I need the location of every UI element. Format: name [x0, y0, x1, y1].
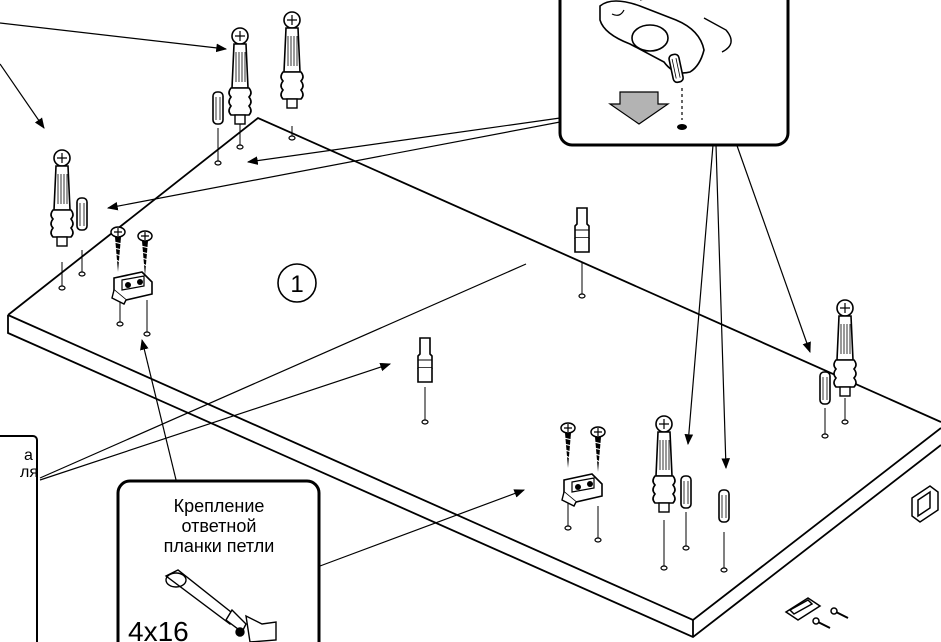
callout-left: а ля — [0, 435, 38, 642]
callout-left-line2: ля — [20, 464, 38, 481]
callout-left-line1: а — [24, 447, 33, 464]
panel-board — [7, 116, 941, 639]
cam-dowel-top-1 — [228, 27, 252, 125]
wood-dowel-right — [819, 371, 831, 405]
wood-dowel-front-1 — [680, 475, 692, 509]
callout-hinge: Крепление ответной планки петли 4x16 — [116, 479, 321, 642]
pointer-arrows — [0, 22, 811, 567]
inset-dowel-install — [558, 0, 790, 147]
callout-hinge-line2: ответной — [182, 516, 257, 536]
panel-number-text: 1 — [290, 271, 303, 298]
cam-dowel-right — [833, 299, 857, 397]
callout-hinge-line1: Крепление — [174, 496, 265, 516]
cam-dowel-left — [50, 149, 74, 247]
drill-holes — [58, 135, 849, 573]
callout-hinge-line3: планки петли — [164, 536, 275, 556]
wood-dowel-left — [76, 197, 88, 231]
wood-dowel-top — [212, 91, 224, 125]
shelf-pin-front — [417, 337, 433, 383]
wood-dowel-front-2 — [718, 489, 730, 523]
screwdriver-icon — [164, 569, 277, 642]
shelf-pin-center — [574, 207, 590, 253]
mounting-brackets — [784, 485, 939, 629]
cam-dowel-top-2 — [280, 11, 304, 109]
panel-number-badge: 1 — [277, 263, 317, 303]
screw-size-label: 4x16 — [128, 616, 189, 642]
